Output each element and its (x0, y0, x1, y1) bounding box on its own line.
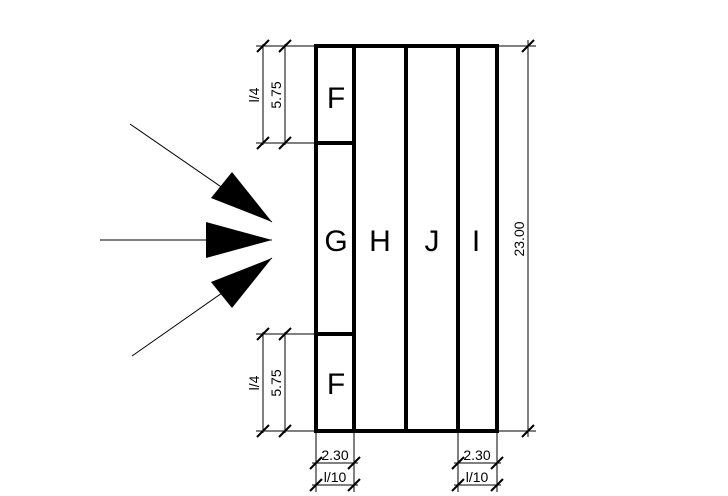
dim-bottom-right-width-value: 2.30 (463, 447, 490, 463)
zone-label-h: H (369, 225, 391, 258)
dim-top-left-value: 5.75 (268, 81, 284, 108)
wind-arrow-icon (100, 222, 272, 258)
zone-label-i: I (472, 225, 480, 258)
dimension-bottom-left-width (309, 431, 361, 492)
dimension-left-top (256, 39, 318, 150)
wind-arrow-icon (131, 257, 273, 357)
zone-label-j: J (425, 225, 440, 258)
dim-bottom-left-width-value: 2.30 (321, 447, 348, 463)
zone-label-g: G (324, 225, 347, 258)
dimension-left-bottom (256, 327, 318, 438)
dim-bottom-left-width-ratio: l/10 (324, 469, 347, 485)
dim-bottom-left-ratio: l/4 (246, 375, 262, 390)
dim-top-left-ratio: l/4 (246, 87, 262, 102)
wind-arrow-icon (129, 123, 273, 223)
roof-plan (314, 44, 499, 433)
zone-label-f-bottom: F (327, 368, 345, 401)
zone-labels: F G H J I F (324, 82, 480, 401)
dim-right-total: 23.00 (511, 221, 527, 256)
wind-arrows (100, 123, 273, 357)
dim-bottom-right-width-ratio: l/10 (466, 469, 489, 485)
dimension-bottom-right-width (451, 431, 504, 492)
dimension-right-total (497, 39, 536, 438)
zone-label-f-top: F (327, 82, 345, 115)
dim-bottom-left-value: 5.75 (268, 369, 284, 396)
